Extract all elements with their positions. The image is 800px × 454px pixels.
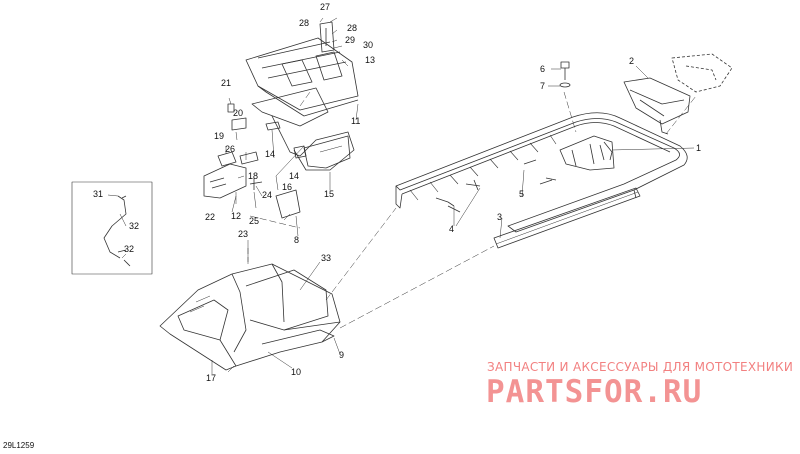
diagram-code: 29L1259: [3, 441, 35, 450]
rack-mount-bracket: [559, 135, 615, 171]
wire-harness-inset: [71, 181, 153, 275]
callout-20: 20: [233, 108, 244, 118]
callout-19: 19: [214, 131, 225, 141]
callout-28b: 28: [347, 23, 358, 33]
callout-18: 18: [248, 171, 259, 181]
callout-6: 6: [540, 64, 546, 74]
callout-23: 23: [238, 229, 249, 239]
watermark-logo: PARTSFOR.RU: [486, 374, 703, 410]
callout-13: 13: [365, 55, 376, 65]
callout-8: 8: [294, 235, 300, 245]
callout-33: 33: [321, 253, 332, 263]
callout-16: 16: [282, 182, 293, 192]
callout-7: 7: [540, 81, 546, 91]
small-plate: [275, 189, 301, 219]
tag-light-bracket: [203, 103, 263, 199]
callout-4: 4: [449, 224, 455, 234]
rack-frame-rail: [395, 112, 688, 233]
callout-17: 17: [206, 373, 217, 383]
callout-21: 21: [221, 78, 232, 88]
trim-strip: [493, 187, 641, 249]
callout-10: 10: [291, 367, 302, 377]
callout-5: 5: [519, 189, 525, 199]
upper-mounting-plate: [245, 21, 359, 117]
callout-24: 24: [262, 190, 273, 200]
callout-32a: 32: [129, 221, 140, 231]
callout-3: 3: [497, 212, 503, 222]
callout-30: 30: [363, 40, 374, 50]
leader-lines: [107, 17, 695, 374]
rear-fender: [159, 263, 341, 371]
bolt-and-washer: [559, 61, 571, 88]
callout-26: 26: [225, 144, 236, 154]
callout-9: 9: [339, 350, 345, 360]
tail-light-housing: [623, 53, 733, 135]
callout-15: 15: [324, 189, 335, 199]
callout-2: 2: [629, 56, 635, 66]
callout-28a: 28: [299, 18, 310, 28]
callout-12: 12: [231, 211, 242, 221]
license-plate-bracket: [251, 87, 355, 171]
watermark-tagline: ЗАПЧАСТИ И АКСЕССУАРЫ ДЛЯ МОТОТЕХНИКИ: [487, 360, 794, 374]
callout-29: 29: [345, 35, 356, 45]
callout-14b: 14: [289, 171, 300, 181]
callout-11: 11: [351, 116, 361, 126]
callout-25: 25: [249, 216, 260, 226]
callout-22: 22: [205, 212, 216, 222]
callout-27: 27: [320, 2, 331, 12]
assembly-lines: [247, 91, 697, 329]
callout-14a: 14: [265, 149, 276, 159]
callout-32b: 32: [124, 244, 135, 254]
callout-1: 1: [696, 143, 702, 153]
callout-31: 31: [93, 189, 104, 199]
mounting-bolts: [435, 159, 557, 213]
